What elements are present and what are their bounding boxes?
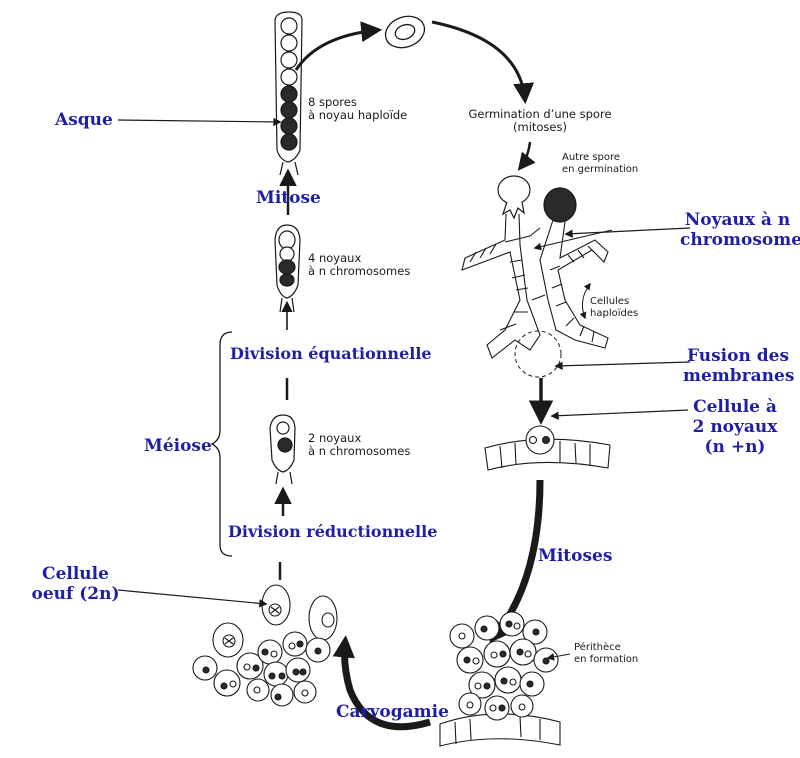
arrow-spore-to-germination — [431, 20, 535, 105]
label-cellule-2-noyaux-line3: (n +n) — [704, 437, 766, 457]
perithece-pointer — [546, 653, 571, 661]
caryogamie-arrow — [332, 635, 432, 731]
arrow-germination-to-spore — [517, 141, 536, 171]
label-cellule-2-noyaux-line2: 2 noyaux — [692, 417, 778, 437]
label-noyaux-line1: Noyaux à n — [684, 210, 791, 230]
mitoses-arrow — [489, 479, 544, 643]
ascus-4-nuclei — [274, 224, 301, 313]
annotation-huit-spores-line2: à noyau haploïde — [308, 108, 408, 122]
cellules-haploides-arrow — [579, 282, 591, 320]
annotation-autre-spore: Autre spore en germination — [562, 152, 638, 176]
label-fusion-line1: Fusion des — [686, 346, 790, 366]
annotation-cellules-haploides-line2: haploïdes — [590, 308, 639, 319]
zygote-cluster — [192, 584, 338, 707]
perithecium — [439, 611, 561, 747]
fusion-pointer — [554, 361, 691, 370]
germinating-spores — [497, 175, 577, 223]
label-cellule-oeuf-line1: Cellule — [42, 564, 109, 584]
label-cellule-2-noyaux-line1: Cellule à — [693, 397, 777, 417]
arrow-ascus-to-spore — [294, 21, 383, 71]
label-division-equationnelle: Division équationnelle — [230, 344, 432, 363]
meiose-brace — [210, 331, 233, 557]
annotation-cellules-haploides: Cellules haploïdes — [590, 296, 638, 320]
label-asque: Asque — [55, 110, 113, 130]
cellule-2-noyaux-pointer — [550, 409, 689, 420]
label-noyaux-line2: chromosomes — [680, 230, 800, 250]
annotation-deux-noyaux-line2: à n chromosomes — [308, 444, 411, 458]
annotation-quatre-noyaux-line1: 4 noyaux — [308, 251, 362, 265]
annotation-cellules-haploides-line1: Cellules — [590, 296, 630, 307]
label-cellule-oeuf: Cellule oeuf (2n) — [28, 564, 123, 604]
ascus-2-nuclei — [269, 414, 296, 485]
annotation-perithece: Périthèce en formation — [574, 642, 638, 666]
noyaux-pointer-2 — [533, 229, 613, 251]
label-meiose: Méiose — [144, 436, 212, 456]
annotation-quatre-noyaux: 4 noyaux à n chromosomes — [308, 252, 410, 278]
annotation-quatre-noyaux-line2: à n chromosomes — [308, 264, 411, 278]
annotation-germination-line1: Germination d’une spore — [468, 107, 612, 121]
label-mitoses: Mitoses — [538, 546, 613, 566]
asque-pointer — [117, 117, 282, 127]
annotation-deux-noyaux: 2 noyaux à n chromosomes — [308, 432, 410, 458]
released-spore — [384, 15, 426, 49]
hyphae — [461, 213, 609, 359]
annotation-perithece-line1: Périthèce — [574, 642, 621, 653]
annotation-germination: Germination d’une spore (mitoses) — [460, 108, 620, 134]
label-cellule-2-noyaux: Cellule à 2 noyaux (n +n) — [685, 397, 785, 457]
label-fusion-membranes: Fusion des membranes — [683, 346, 795, 386]
annotation-deux-noyaux-line1: 2 noyaux — [308, 431, 362, 445]
annotation-autre-spore-line1: Autre spore — [562, 152, 621, 163]
annotation-huit-spores-line1: 8 spores — [308, 95, 357, 109]
label-mitose: Mitose — [256, 188, 321, 208]
label-noyaux-n-chromosomes: Noyaux à n chromosomes — [680, 210, 800, 250]
label-division-reductionnelle: Division réductionnelle — [228, 522, 438, 541]
cellule-oeuf-pointer — [117, 589, 268, 608]
annotation-germination-line2: (mitoses) — [513, 120, 567, 134]
fusion-zone — [514, 330, 562, 378]
noyaux-pointer — [564, 227, 691, 238]
ascus-8-spores — [274, 11, 303, 176]
label-fusion-line2: membranes — [683, 366, 795, 386]
annotation-perithece-line2: en formation — [574, 654, 639, 665]
annotation-huit-spores: 8 spores à noyau haploïde — [308, 96, 407, 122]
binucleate-cell — [484, 425, 611, 471]
annotation-autre-spore-line2: en germination — [562, 164, 639, 175]
label-caryogamie: Caryogamie — [336, 702, 449, 722]
label-cellule-oeuf-line2: oeuf (2n) — [31, 584, 120, 604]
